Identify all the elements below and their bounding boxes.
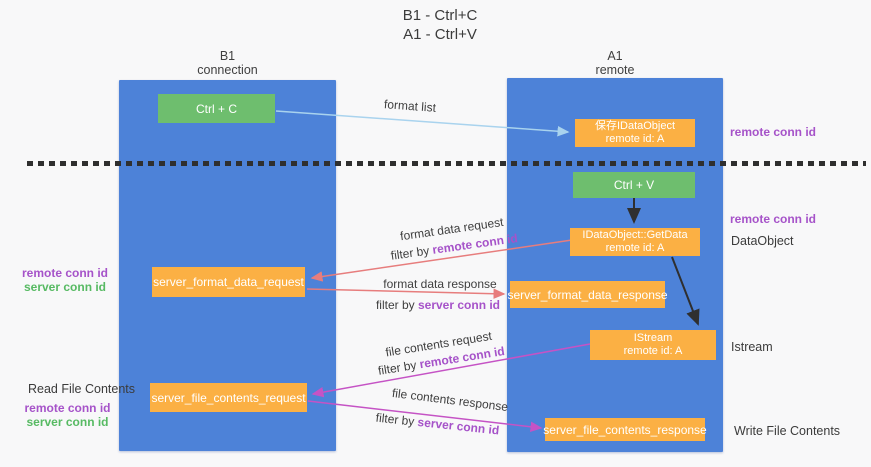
filter-by-text: filter by: [389, 243, 434, 263]
node-server-format-data-request: server_format_data_request: [152, 267, 305, 297]
node-server-file-contents-request: server_file_contents_request: [150, 383, 307, 412]
lane-header-b1: B1 connection: [119, 49, 336, 77]
filter-by-text: filter by: [377, 357, 421, 378]
node-server-format-data-response-label: server_format_data_response: [507, 287, 668, 302]
node-ctrl-v-label: Ctrl + V: [613, 178, 655, 192]
diagram-title-line1: B1 - Ctrl+C: [402, 7, 478, 24]
node-ctrl-v: Ctrl + V: [573, 172, 695, 198]
label-remote-conn-id-mid-left: remote conn id: [21, 266, 108, 280]
flow-label-file-contents-request: file contents request filter by remote c…: [359, 325, 522, 381]
flow-label-file-contents-response-filter: filter by server conn id: [355, 408, 521, 439]
phase-separator-dashed-line: [27, 161, 866, 166]
diagram-title-line2: A1 - Ctrl+V: [403, 26, 477, 43]
node-server-file-contents-response-label: server_file_contents_response: [543, 422, 707, 437]
node-istream: IStream remote id: A: [590, 330, 716, 360]
node-getdata-line2: remote id: A: [605, 242, 665, 254]
node-server-file-contents-request-label: server_file_contents_request: [151, 390, 306, 405]
label-server-conn-id-bottom-left: server conn id: [26, 415, 109, 429]
node-getdata-line1: IDataObject::GetData: [582, 229, 688, 241]
node-idataobject-getdata: IDataObject::GetData remote id: A: [570, 228, 700, 256]
server-conn-id-highlight: server conn id: [417, 298, 501, 312]
node-server-format-data-request-label: server_format_data_request: [153, 275, 304, 289]
lane-a1-role: remote: [595, 62, 635, 77]
lane-b1-name: B1: [219, 49, 236, 63]
node-istream-line1: IStream: [633, 332, 673, 344]
label-dataobject: DataObject: [731, 234, 794, 248]
node-save-idataobject-line2: remote id: A: [605, 133, 665, 145]
label-remote-conn-id-mid-right: remote conn id: [730, 212, 817, 226]
label-read-file-contents: Read File Contents: [28, 382, 136, 396]
lane-a1-name: A1: [607, 49, 623, 63]
node-server-format-data-response: server_format_data_response: [507, 281, 668, 308]
flow-label-format-data-response-filter: filter by server conn id: [358, 298, 518, 312]
node-save-idataobject: 保存IDataObject remote id: A: [575, 119, 695, 147]
server-conn-id-highlight: server conn id: [416, 414, 500, 438]
node-ctrl-c-label: Ctrl + C: [195, 101, 237, 116]
lane-b1-role: connection: [197, 62, 258, 77]
label-istream: Istream: [731, 340, 773, 354]
node-istream-line2: remote id: A: [623, 345, 683, 357]
node-save-idataobject-line1: 保存IDataObject: [594, 120, 676, 132]
filter-by-text: filter by: [375, 298, 418, 312]
node-server-file-contents-response: server_file_contents_response: [543, 418, 707, 441]
label-write-file-contents: Write File Contents: [734, 424, 841, 438]
label-remote-conn-id-bottom-left: remote conn id: [24, 401, 111, 415]
label-remote-conn-id-top-right: remote conn id: [730, 125, 817, 139]
flow-label-format-data-response: format data response: [383, 277, 497, 291]
filter-by-text: filter by: [375, 410, 419, 429]
lane-header-a1: A1 remote: [507, 49, 723, 77]
flow-label-format-list: format list: [383, 97, 437, 115]
node-ctrl-c: Ctrl + C: [158, 94, 275, 123]
diagram-title: B1 - Ctrl+C A1 - Ctrl+V: [355, 6, 525, 44]
label-server-conn-id-mid-left: server conn id: [23, 280, 107, 294]
